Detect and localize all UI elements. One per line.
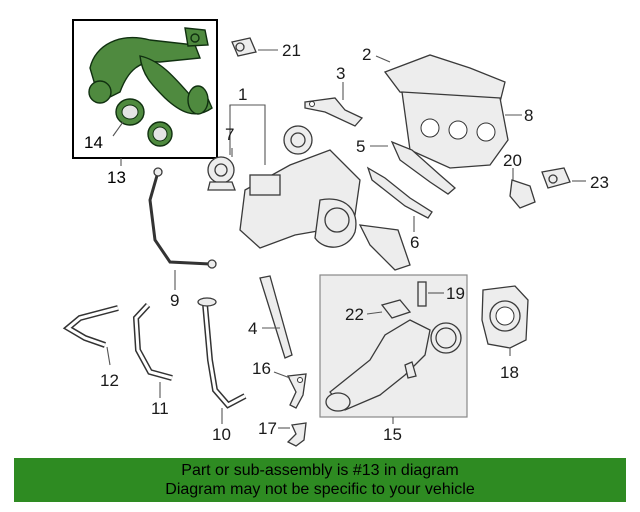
callout-7[interactable]: 7 xyxy=(225,125,234,144)
callout-1[interactable]: 1 xyxy=(238,85,247,104)
part-23-sensor[interactable] xyxy=(541,167,571,189)
callout-8[interactable]: 8 xyxy=(524,106,533,125)
callout-10[interactable]: 10 xyxy=(212,425,231,444)
part-10-pipe[interactable] xyxy=(197,297,247,409)
part-12-hose[interactable] xyxy=(62,305,119,348)
callout-12[interactable]: 12 xyxy=(100,371,119,390)
callout-11[interactable]: 11 xyxy=(151,399,169,418)
part-8-exhaust-manifold[interactable] xyxy=(401,91,509,169)
part-5-gasket[interactable] xyxy=(390,140,456,195)
callout-4[interactable]: 4 xyxy=(248,319,257,338)
part-15-outlet-pipe[interactable] xyxy=(325,319,462,412)
callout-19[interactable]: 19 xyxy=(446,284,465,303)
callout-9[interactable]: 9 xyxy=(170,291,179,310)
part-17-bracket[interactable] xyxy=(286,422,307,447)
part-18-throttle-body[interactable] xyxy=(481,285,529,349)
callout-20[interactable]: 20 xyxy=(503,151,522,170)
callout-6[interactable]: 6 xyxy=(410,233,419,252)
highlight-box-13[interactable] xyxy=(72,19,218,159)
part-4-support-rod[interactable] xyxy=(259,275,293,359)
callout-21[interactable]: 21 xyxy=(282,41,301,60)
part-19-sensor[interactable] xyxy=(417,281,427,307)
callout-14[interactable]: 14 xyxy=(84,133,103,152)
callout-18[interactable]: 18 xyxy=(500,363,519,382)
part-20-sensor[interactable] xyxy=(509,179,536,209)
intake-hose-assembly[interactable] xyxy=(88,27,213,147)
callout-22[interactable]: 22 xyxy=(345,305,364,324)
part-22-sensor[interactable] xyxy=(380,299,412,319)
part-9-oil-line[interactable] xyxy=(148,167,217,269)
part-6-gasket[interactable] xyxy=(366,166,433,219)
callout-2[interactable]: 2 xyxy=(362,45,371,64)
callout-5[interactable]: 5 xyxy=(356,137,365,156)
banner-line-1: Part or sub-assembly is #13 in diagram xyxy=(181,462,459,479)
part-7-actuator[interactable] xyxy=(207,156,236,191)
callout-17[interactable]: 17 xyxy=(258,419,277,438)
banner-line-2: Diagram may not be specific to your vehi… xyxy=(165,481,475,498)
part-21-sensor[interactable] xyxy=(231,37,257,57)
part-11-hose[interactable] xyxy=(132,302,173,381)
part-16-bracket[interactable] xyxy=(287,373,307,409)
callout-15[interactable]: 15 xyxy=(383,425,402,444)
part-1-turbocharger[interactable] xyxy=(239,125,411,271)
callout-13[interactable]: 13 xyxy=(107,168,126,187)
callout-23[interactable]: 23 xyxy=(590,173,609,192)
part-3-bracket[interactable] xyxy=(304,97,364,127)
info-banner: Part or sub-assembly is #13 in diagram D… xyxy=(14,458,626,502)
callout-16[interactable]: 16 xyxy=(252,359,271,378)
callout-3[interactable]: 3 xyxy=(336,64,345,83)
parts-diagram: 14 13 21 1 7 3 2 xyxy=(62,19,609,447)
